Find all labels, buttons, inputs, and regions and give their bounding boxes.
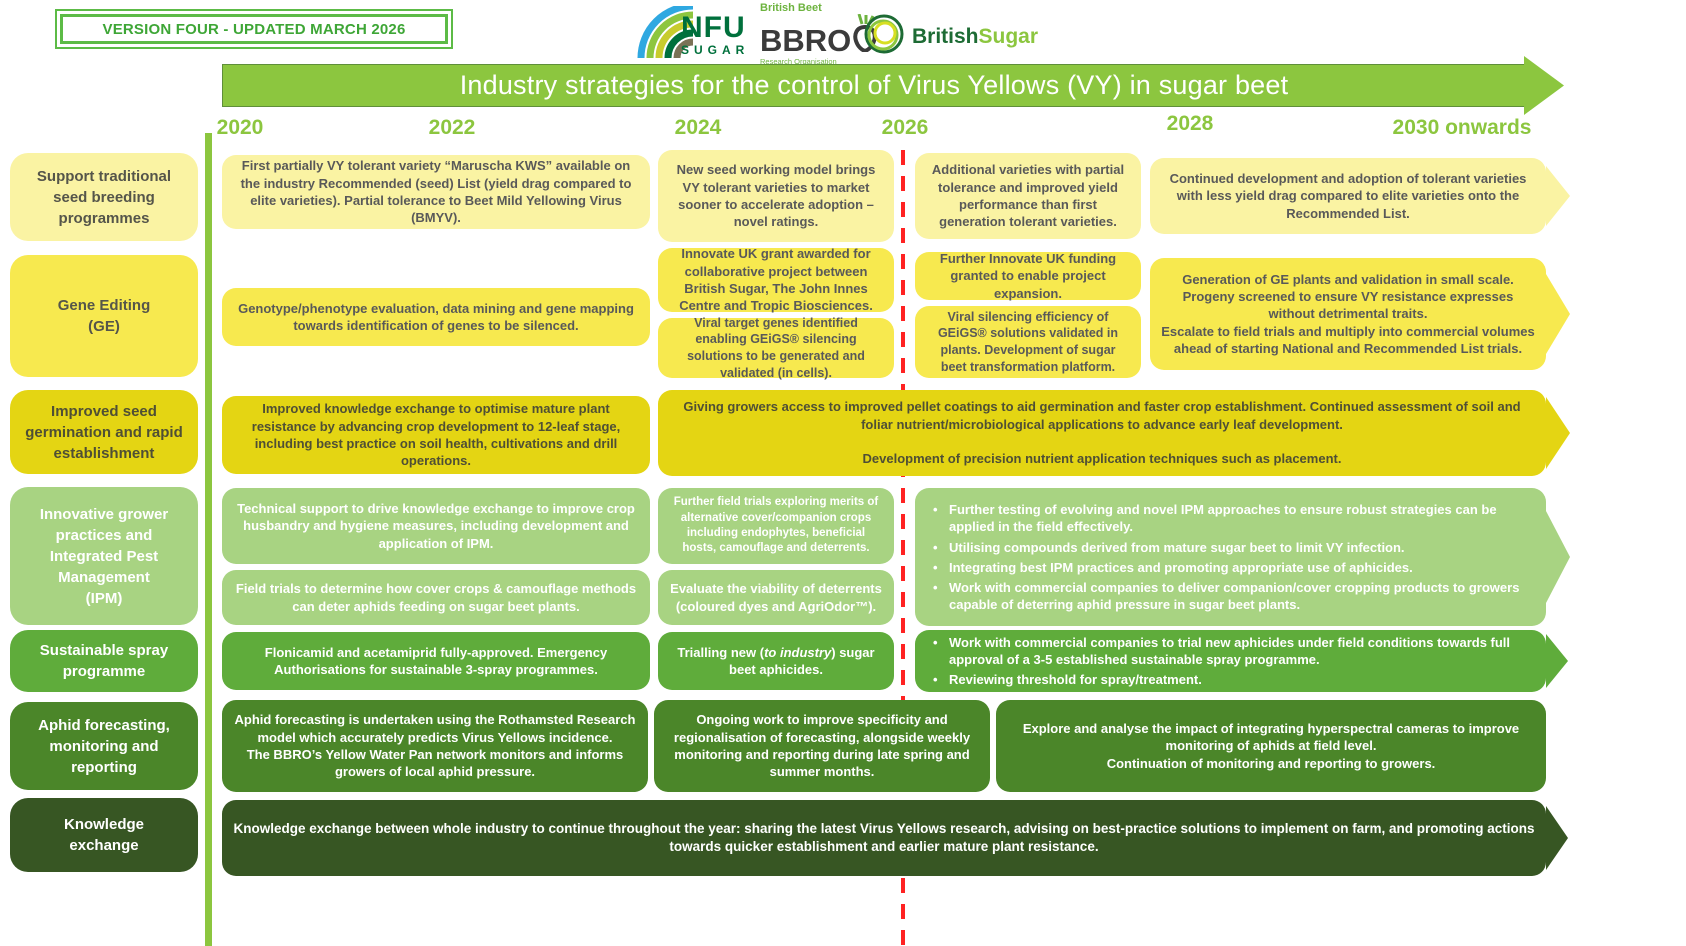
box-gene-editing-2024-grant: Innovate UK grant awarded for collaborat… <box>658 246 894 313</box>
british-sugar-logo-text1: British <box>912 25 979 48</box>
box-spray-2026-onwards: Work with commercial companies to trial … <box>915 630 1546 692</box>
ipm-bullet-list: Further testing of evolving and novel IP… <box>929 498 1532 617</box>
spray-2024-text: Trialling new ( <box>677 645 765 660</box>
bullet-item: Further testing of evolving and novel IP… <box>929 501 1532 536</box>
row-label-aphid-forecasting: Aphid forecasting, monitoring and report… <box>10 702 198 790</box>
timeline-year-2024: 2024 <box>674 116 722 139</box>
bbro-logo-toptext: British Beet <box>760 2 822 14</box>
box-ipm-2024-deterrents: Evaluate the viability of deterrents (co… <box>658 570 894 625</box>
row-label-seed-breeding: Support traditional seed breeding progra… <box>10 153 198 241</box>
box-spray-2024: Trialling new (to industry) sugar beet a… <box>658 632 894 690</box>
timeline-year-2028: 2028 <box>1166 112 1214 135</box>
box-germination-2020: Improved knowledge exchange to optimise … <box>222 396 650 474</box>
row7-arrowhead-icon <box>1546 806 1568 870</box>
bullet-item: Utilising compounds derived from mature … <box>929 539 1532 557</box>
row-label-seed-germination: Improved seed germination and rapid esta… <box>10 390 198 474</box>
row3-arrowhead-icon <box>1546 397 1570 469</box>
box-gene-editing-2026-funding: Further Innovate UK funding granted to e… <box>915 251 1141 301</box>
timeline-year-2030-onwards: 2030 onwards <box>1392 116 1532 139</box>
timeline-axis-line <box>205 133 212 946</box>
banner-arrowhead-icon <box>1524 56 1564 115</box>
box-ipm-2026-onwards: Further testing of evolving and novel IP… <box>915 488 1546 626</box>
spray-2024-text-end: ) sugar beet aphicides. <box>729 645 875 678</box>
bbro-logo: British Beet BBRO Research Organisation <box>760 2 878 66</box>
box-ipm-2020-cover-crops: Field trials to determine how cover crop… <box>222 570 650 625</box>
box-forecasting-2020: Aphid forecasting is undertaken using th… <box>222 700 648 792</box>
bullet-item: Reviewing threshold for spray/treatment. <box>929 671 1532 689</box>
bullet-item: Work with commercial companies to delive… <box>929 579 1532 614</box>
box-seed-breeding-2024: New seed working model brings VY toleran… <box>658 150 894 242</box>
row4-arrowhead-icon <box>1546 511 1570 603</box>
nfu-logo-text: NFU <box>681 11 746 44</box>
timeline-year-2022: 2022 <box>428 116 476 139</box>
box-seed-breeding-2028: Continued development and adoption of to… <box>1150 158 1546 234</box>
box-seed-breeding-2020: First partially VY tolerant variety “Mar… <box>222 155 650 229</box>
row1-arrowhead-icon <box>1546 166 1570 226</box>
box-gene-editing-2024-targets: Viral target genes identified enabling G… <box>658 316 894 380</box>
nfu-rainbow-arcs-icon <box>633 2 695 63</box>
british-sugar-logo-text2: Sugar <box>978 25 1039 48</box>
timeline-year-2026: 2026 <box>881 116 929 139</box>
bbro-logo-subtext: Research Organisation <box>760 56 837 66</box>
box-germination-2024-onwards: Giving growers access to improved pellet… <box>658 390 1546 476</box>
row-label-gene-editing: Gene Editing (GE) <box>10 255 198 377</box>
spray-2024-italic-text: to industry <box>764 645 832 660</box>
box-ipm-2024-field-trials: Further field trials exploring merits of… <box>658 488 894 564</box>
current-date-divider-line <box>901 150 905 946</box>
version-badge-text: VERSION FOUR - UPDATED MARCH 2026 <box>60 14 448 44</box>
row-label-knowledge-exchange: Knowledge exchange <box>10 798 198 872</box>
box-gene-editing-2028: Generation of GE plants and validation i… <box>1150 258 1546 370</box>
bullet-item: Work with commercial companies to trial … <box>929 634 1532 669</box>
british-sugar-swirl-icon <box>862 12 906 61</box>
row-label-spray-programme: Sustainable spray programme <box>10 630 198 692</box>
box-spray-2020: Flonicamid and acetamiprid fully-approve… <box>222 632 650 690</box>
row-label-ipm: Innovative grower practices and Integrat… <box>10 487 198 625</box>
spray-bullet-list: Work with commercial companies to trial … <box>929 631 1532 692</box>
box-forecasting-2024: Ongoing work to improve specificity and … <box>654 700 990 792</box>
page-title: Industry strategies for the control of V… <box>459 70 1289 100</box>
bbro-logo-text: BBRO <box>760 23 852 59</box>
timeline-year-2020: 2020 <box>216 116 264 139</box>
box-gene-editing-2026-silencing: Viral silencing efficiency of GEiGS® sol… <box>915 306 1141 378</box>
nfu-sugar-logo: NFU SUGAR <box>633 2 750 63</box>
box-ipm-2020-technical-support: Technical support to drive knowledge exc… <box>222 488 650 564</box>
row5-arrowhead-icon <box>1546 634 1568 688</box>
row2-arrowhead-icon <box>1546 274 1570 354</box>
title-banner: Industry strategies for the control of V… <box>222 64 1526 107</box>
bullet-item: Integrating best IPM practices and promo… <box>929 559 1532 577</box>
nfu-logo-subtext: SUGAR <box>681 43 750 57</box>
box-seed-breeding-2026: Additional varieties with partial tolera… <box>915 153 1141 239</box>
box-gene-editing-2020: Genotype/phenotype evaluation, data mini… <box>222 288 650 346</box>
box-forecasting-2026-onwards: Explore and analyse the impact of integr… <box>996 700 1546 792</box>
version-badge: VERSION FOUR - UPDATED MARCH 2026 <box>55 9 453 49</box>
box-knowledge-exchange: Knowledge exchange between whole industr… <box>222 800 1546 876</box>
british-sugar-logo: BritishSugar <box>862 12 1038 61</box>
